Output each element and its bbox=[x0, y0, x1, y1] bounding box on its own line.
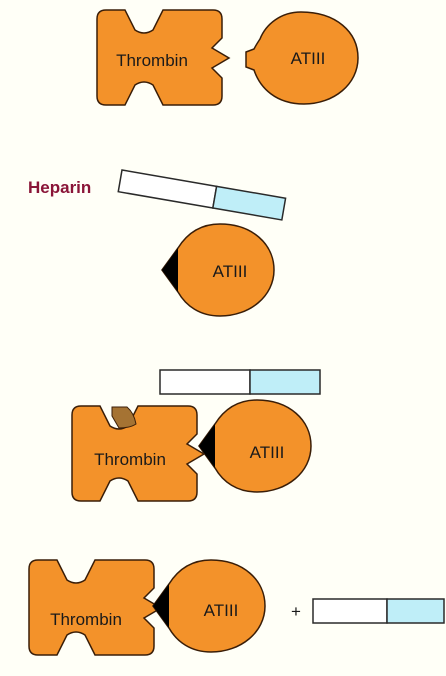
heparin-chain bbox=[313, 599, 444, 623]
active-site bbox=[153, 584, 169, 628]
heparin-label: Heparin bbox=[28, 178, 91, 197]
panel-3: Thrombin ATIII bbox=[72, 370, 320, 501]
plus-sign: + bbox=[291, 602, 301, 621]
atiii-label: ATIII bbox=[250, 443, 285, 462]
active-site bbox=[199, 424, 215, 468]
active-site bbox=[162, 248, 178, 292]
thrombin-label: Thrombin bbox=[116, 51, 188, 70]
thrombin-protein: Thrombin bbox=[97, 10, 229, 105]
panel-2: Heparin ATIII bbox=[28, 170, 286, 316]
heparin-binding-site bbox=[112, 407, 136, 428]
heparin-chain bbox=[160, 370, 320, 394]
atiii-label: ATIII bbox=[291, 49, 326, 68]
thrombin-label: Thrombin bbox=[50, 610, 122, 629]
atiii-activated-protein: ATIII bbox=[153, 560, 265, 652]
panel-4: Thrombin ATIII + bbox=[29, 560, 444, 655]
heparin-chain bbox=[118, 170, 285, 220]
thrombin-protein: Thrombin bbox=[72, 406, 204, 501]
atiii-protein: ATIII bbox=[246, 12, 358, 104]
atiii-label: ATIII bbox=[204, 601, 239, 620]
panel-1: Thrombin ATIII bbox=[97, 10, 358, 105]
thrombin-label: Thrombin bbox=[94, 450, 166, 469]
atiii-activated-protein: ATIII bbox=[162, 224, 274, 316]
atiii-activated-protein: ATIII bbox=[199, 400, 311, 492]
atiii-label: ATIII bbox=[213, 262, 248, 281]
thrombin-protein: Thrombin bbox=[29, 560, 161, 655]
